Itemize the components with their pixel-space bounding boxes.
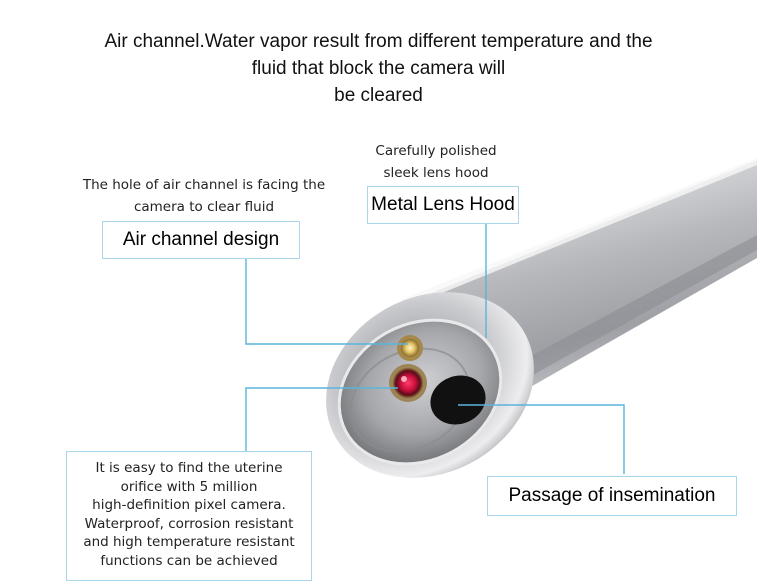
camera-description-line-2: orifice with 5 million [120,478,258,495]
camera-description-line-4: Waterproof, corrosion resistant [84,515,294,532]
camera-description-line-3: high-definition pixel camera. [92,497,286,513]
lens-hood-note: Carefully polished sleek lens hood [360,140,512,184]
headline-line-1: Air channel.Water vapor result from diff… [104,31,653,52]
leader-line-camera [245,387,398,454]
insemination-label: Passage of insemination [487,476,737,516]
camera-description-line-5: and high temperature resistant [83,534,295,550]
air-channel-note: The hole of air channel is facing the ca… [78,174,330,218]
camera-description-line-6: functions can be achieved [100,552,278,569]
air-channel-label: Air channel design [102,221,300,259]
camera-description-box: It is easy to find the uterine orifice w… [66,451,312,581]
lens-hood-note-line-1: Carefully polished [375,143,497,159]
lens-hood-label: Metal Lens Hood [367,186,519,224]
leader-line-air-channel [245,258,408,345]
headline-line-2: fluid that block the camera will [251,58,506,79]
lens-hood-note-line-2: sleek lens hood [383,165,489,181]
headline: Air channel.Water vapor result from diff… [0,28,757,109]
air-channel-note-line-2: camera to clear fluid [133,199,275,215]
headline-line-3: be cleared [334,85,423,106]
leader-line-insemination [458,404,625,474]
camera-description: It is easy to find the uterine orifice w… [67,452,311,570]
air-channel-note-line-1: The hole of air channel is facing the [82,177,326,193]
camera-description-line-1: It is easy to find the uterine [95,460,283,476]
